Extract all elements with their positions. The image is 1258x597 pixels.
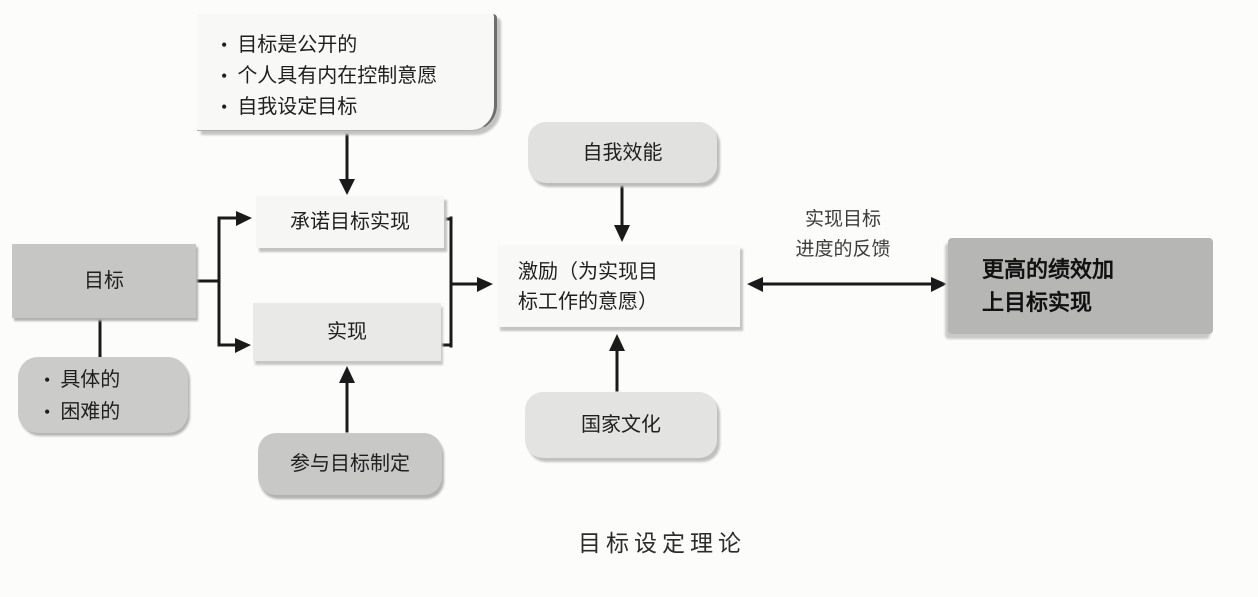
node-goal-attributes: • 目标是公开的 • 个人具有内在控制意愿 • 自我设定目标 bbox=[197, 14, 497, 131]
feedback-label-line: 实现目标 bbox=[804, 209, 881, 230]
bullet-icon: • bbox=[221, 35, 228, 55]
arrow-merge-to-motivation bbox=[439, 216, 493, 348]
node-motivation-line: 标工作的意愿） bbox=[518, 291, 658, 313]
node-self-efficacy-label: 自我效能 bbox=[582, 141, 663, 164]
node-commitment-label: 承诺目标实现 bbox=[290, 211, 410, 233]
node-national-culture: 国家文化 bbox=[525, 392, 717, 458]
goal-attribute-item: • 个人具有内在控制意愿 bbox=[221, 61, 484, 92]
goal-attribute-text: 目标是公开的 bbox=[237, 34, 358, 56]
node-outcome-line: 上目标实现 bbox=[982, 290, 1093, 315]
goal-attribute-item: • 目标是公开的 bbox=[221, 30, 484, 61]
arrow-participation-to-achievement bbox=[339, 366, 355, 433]
feedback-arrow-label: 实现目标 进度的反馈 bbox=[768, 205, 918, 265]
node-national-culture-label: 国家文化 bbox=[581, 414, 661, 436]
arrow-feedback-bidirectional bbox=[747, 277, 947, 292]
bullet-icon: • bbox=[44, 402, 51, 422]
goal-attribute-item: • 自我设定目标 bbox=[221, 92, 484, 123]
bullet-icon: • bbox=[44, 370, 51, 390]
goal-attribute-text: 自我设定目标 bbox=[237, 96, 358, 118]
bullet-icon: • bbox=[221, 97, 228, 117]
node-commitment: 承诺目标实现 bbox=[256, 196, 444, 248]
node-goal-label: 目标 bbox=[84, 270, 124, 292]
node-self-efficacy: 自我效能 bbox=[528, 122, 717, 183]
bullet-icon: • bbox=[221, 66, 228, 86]
node-participation-label: 参与目标制定 bbox=[290, 453, 410, 475]
node-participation: 参与目标制定 bbox=[258, 433, 442, 495]
node-outcome-line: 更高的绩效加 bbox=[982, 257, 1115, 282]
node-outcome: 更高的绩效加 上目标实现 bbox=[948, 238, 1213, 334]
node-achievement: 实现 bbox=[253, 303, 441, 361]
goal-property-text: 具体的 bbox=[60, 369, 121, 391]
node-motivation-line: 激励（为实现目 bbox=[518, 261, 658, 283]
diagram-caption: 目标设定理论 bbox=[578, 531, 746, 556]
goal-property-item: • 困难的 bbox=[44, 396, 188, 428]
arrow-goal-branch bbox=[194, 211, 252, 353]
node-goal-properties: • 具体的 • 困难的 bbox=[18, 357, 188, 433]
goal-property-text: 困难的 bbox=[60, 401, 121, 423]
node-motivation: 激励（为实现目 标工作的意愿） bbox=[497, 245, 740, 327]
goal-property-item: • 具体的 bbox=[44, 364, 188, 396]
arrow-attrs-to-commitment bbox=[339, 132, 355, 195]
goal-attribute-text: 个人具有内在控制意愿 bbox=[237, 65, 438, 87]
arrow-culture-to-motivation bbox=[609, 334, 625, 392]
node-goal: 目标 bbox=[12, 244, 196, 318]
node-achievement-label: 实现 bbox=[327, 321, 367, 343]
arrow-selfefficacy-to-motivation bbox=[614, 183, 630, 242]
feedback-label-line: 进度的反馈 bbox=[795, 239, 891, 260]
